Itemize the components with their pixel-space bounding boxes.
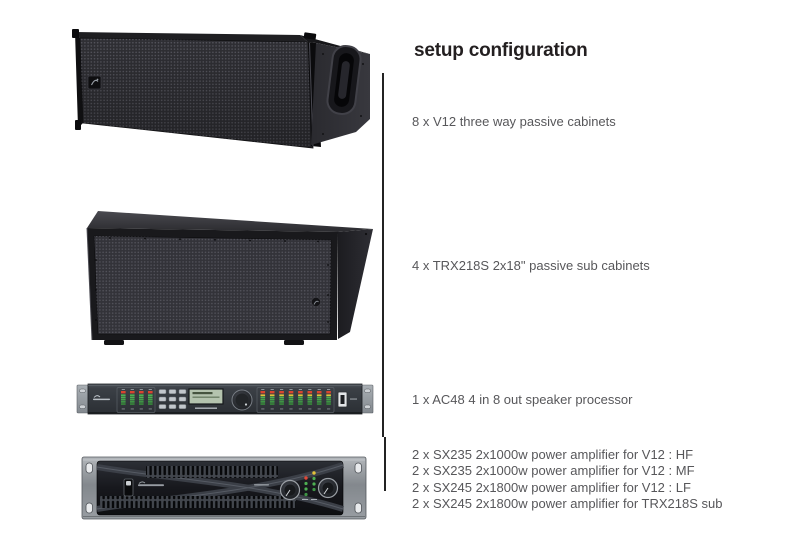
gain-knob-left: [279, 479, 301, 501]
caption-amp-hf: 2 x SX235 2x1000w power amplifier for V1…: [412, 447, 694, 462]
page-title: setup configuration: [414, 40, 588, 61]
v12-speaker-photo: [55, 16, 375, 158]
gain-knob-right: [317, 477, 339, 499]
sx-amplifier-photo: [78, 452, 370, 524]
amplifier-illustration: [81, 456, 367, 520]
ac48-processor-photo: [75, 380, 375, 424]
screw-slot: [85, 502, 93, 514]
brand-logo: [93, 395, 110, 401]
trx218s-subwoofer-photo: [70, 200, 376, 352]
speaker-grille: [79, 37, 314, 149]
vertical-divider: [384, 437, 386, 491]
sub-top-panel: [87, 211, 373, 232]
brand-logo: [138, 481, 164, 487]
caption-amp-lf: 2 x SX245 2x1800w power amplifier for V1…: [412, 479, 691, 495]
speaker-top-panel: [75, 32, 308, 42]
processor-illustration: [76, 383, 374, 415]
screw-slot: [354, 462, 362, 474]
rotary-knob: [231, 389, 253, 411]
screw-slot: [354, 502, 362, 514]
caption-amplifier-list: 2 x SX235 2x1000w power amplifier for V1…: [412, 447, 722, 513]
speaker-handle: [326, 45, 362, 115]
rack-ear-right: [361, 384, 374, 414]
v12-speaker-illustration: [72, 29, 370, 149]
power-switch: [123, 478, 134, 497]
vertical-divider: [382, 73, 384, 437]
grille-screws: [95, 237, 329, 323]
model-marking: [254, 484, 269, 486]
lcd-display: [188, 388, 224, 409]
caption-amp-sub: 2 x SX245 2x1800w power amplifier for TR…: [412, 496, 723, 512]
caption-amp-mf: 2 x SX235 2x1000w power amplifier for V1…: [412, 463, 695, 479]
caption-speaker-processor: 1 x AC48 4 in 8 out speaker processor: [412, 392, 633, 407]
edit-buttons: [158, 389, 187, 409]
caption-sub-cabinets: 4 x TRX218S 2x18" passive sub cabinets: [412, 258, 650, 273]
subwoofer-illustration: [86, 211, 373, 345]
sub-grille: [93, 235, 332, 335]
brand-badge-icon: [310, 297, 321, 308]
sub-side-panel: [338, 229, 373, 339]
output-led-meters: [256, 387, 335, 413]
input-led-meters: [116, 387, 156, 413]
caption-v12-cabinets: 8 x V12 three way passive cabinets: [412, 114, 616, 129]
vent-slots-top: [146, 466, 278, 478]
vent-slots-bottom: [100, 496, 296, 508]
sub-foot: [284, 340, 304, 345]
speaker-left-rail: [72, 29, 83, 130]
rack-ear-left: [76, 384, 89, 414]
led-indicators: [302, 471, 317, 500]
brand-badge-icon: [87, 75, 102, 90]
sub-foot: [104, 340, 124, 345]
screw-slot: [85, 462, 93, 474]
power-switch: [337, 391, 357, 408]
